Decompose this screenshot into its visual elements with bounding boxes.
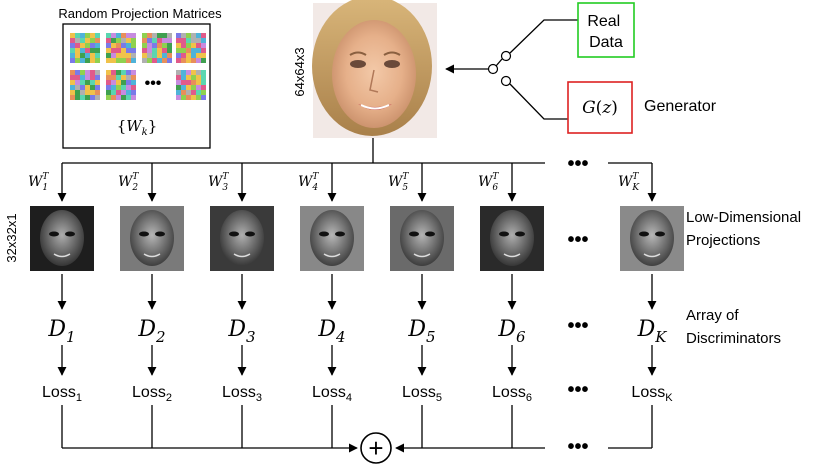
projections-label-line-2: Projections	[686, 232, 760, 249]
projection-image	[390, 206, 454, 271]
matrices-ellipsis: •••	[145, 75, 162, 92]
loss-3: Loss3	[222, 384, 262, 404]
projections-label-line-1: Low-Dimensional	[686, 209, 801, 226]
generator-box	[567, 81, 633, 134]
real-data-box	[577, 2, 635, 58]
discriminator-6: D6	[497, 317, 526, 346]
discriminators-label-line-2: Discriminators	[686, 330, 781, 347]
matrix-tile	[70, 33, 100, 63]
projection-image	[620, 206, 684, 271]
matrix-tile	[70, 70, 100, 100]
matrix-tile	[142, 33, 172, 63]
projection-image	[120, 206, 184, 271]
real-data-source: Real Data	[577, 2, 635, 58]
matrix-tiles	[70, 33, 206, 100]
matrix-tile	[106, 70, 136, 100]
sum-node	[360, 432, 392, 464]
discriminators-label: Array of Discriminators	[686, 307, 781, 347]
sum-symbol: +	[368, 433, 383, 463]
discriminators-label-line-1: Array of	[686, 307, 739, 324]
matrices-box	[62, 23, 211, 149]
loss-K: LossK	[631, 384, 673, 404]
loss-1: Loss1	[42, 384, 82, 404]
projection-image	[300, 206, 364, 271]
matrix-tile	[176, 33, 206, 63]
projection-size-label: 32x32x1	[4, 213, 19, 262]
real-data-line-1: Real	[587, 13, 620, 30]
real-data-label: Real Data	[587, 13, 624, 51]
loss-5: Loss5	[402, 384, 442, 404]
discriminator-K: DK	[637, 317, 668, 346]
real-data-line-2: Data	[589, 34, 623, 51]
generator-source: G(z) Generator	[567, 81, 717, 134]
ellipsis-discriminators: •••	[567, 315, 588, 337]
loss-2: Loss2	[132, 384, 172, 404]
input-size-label: 64x64x3	[292, 47, 307, 96]
projection-image	[30, 206, 94, 271]
projection-bus	[62, 138, 652, 164]
discriminator-4: D4	[317, 317, 345, 346]
generator-box-label: G(z)	[582, 98, 618, 118]
projections-label: Low-Dimensional Projections	[686, 209, 805, 249]
projection-image	[480, 206, 544, 271]
ellipsis-projections: •••	[567, 229, 588, 251]
input-face-image	[312, 0, 437, 138]
discriminator-5: D5	[407, 317, 435, 346]
discriminator-2: D2	[137, 317, 165, 346]
matrix-tile	[106, 33, 136, 63]
loss-6: Loss6	[492, 384, 532, 404]
projection-matrices-panel: Random Projection Matrices ••• {Wk}	[58, 6, 222, 149]
matrix-tile	[176, 70, 206, 100]
projection-image	[210, 206, 274, 271]
source-switch	[445, 19, 578, 120]
ellipsis-top: •••	[567, 153, 588, 175]
matrices-set-label: {Wk}	[117, 117, 158, 138]
ellipsis-losses: •••	[567, 379, 588, 401]
input-image-group: 64x64x3	[292, 0, 437, 138]
sum-bus: +	[62, 432, 652, 464]
discriminator-1: D1	[47, 317, 75, 346]
matrices-title: Random Projection Matrices	[58, 6, 222, 21]
ellipsis-sum: •••	[567, 436, 588, 458]
loss-4: Loss4	[312, 384, 352, 404]
discriminator-3: D3	[227, 317, 255, 346]
generator-label: Generator	[644, 98, 717, 115]
